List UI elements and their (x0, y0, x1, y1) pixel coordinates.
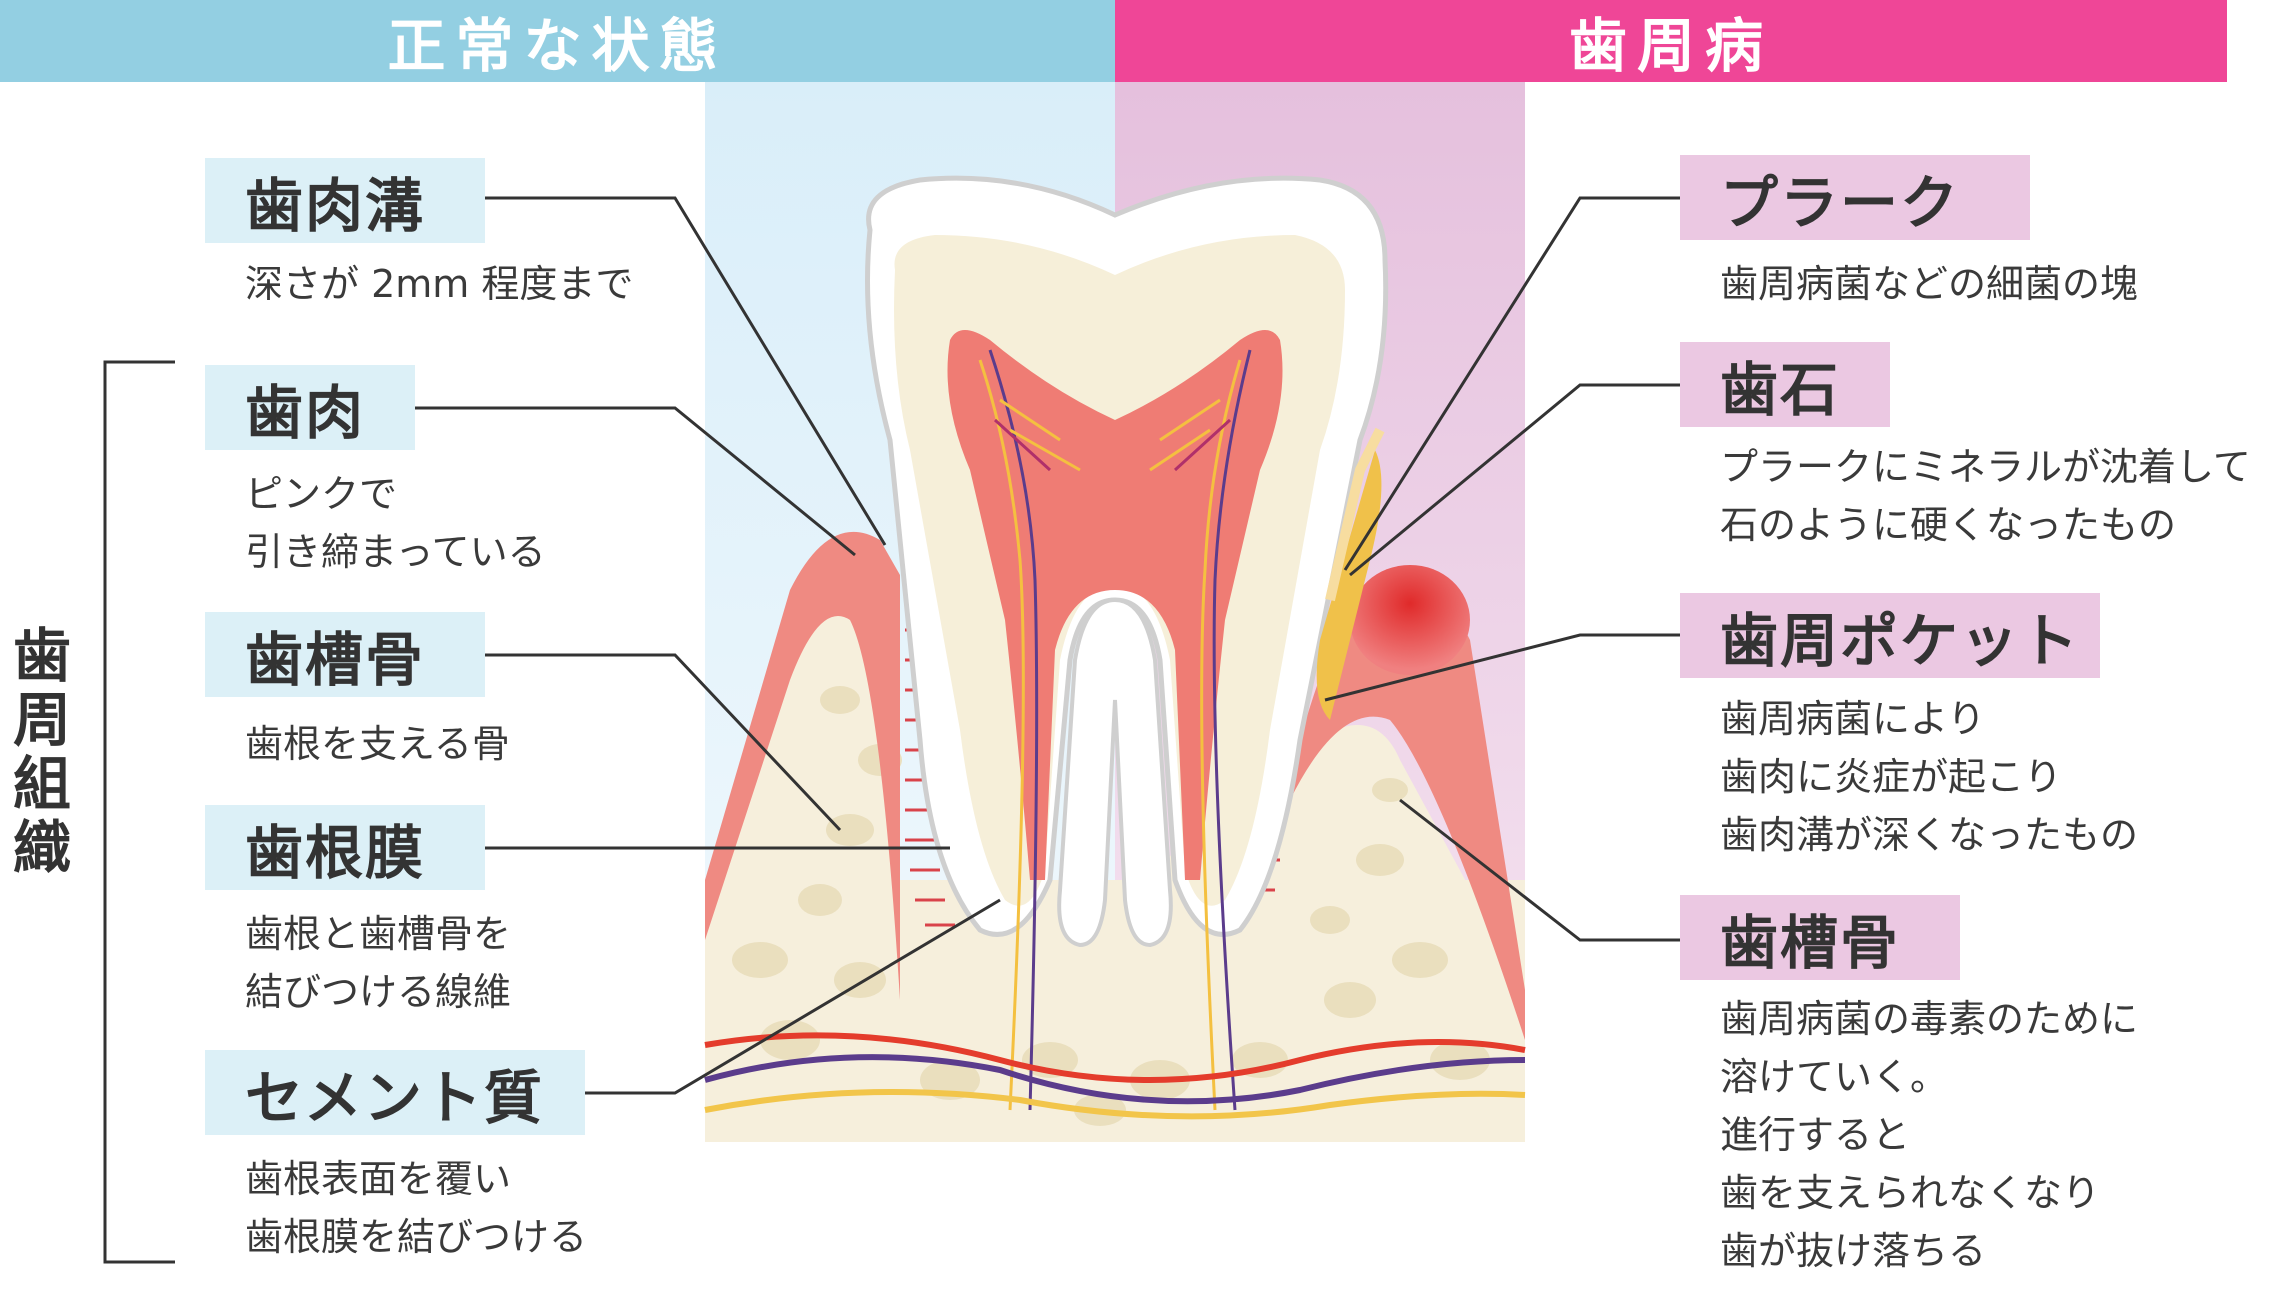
inflammation-spot (1350, 565, 1470, 675)
desc-gingiva: ピンクで 引き締まっている (245, 472, 546, 574)
desc-cementum: 歯根表面を覆い 歯根膜を結びつける (245, 1157, 588, 1259)
gingiva-inflamed (1290, 572, 1525, 1040)
root-canal (1057, 597, 1173, 948)
plaque (1325, 427, 1385, 602)
header-periodontal-disease: 歯周病 (1115, 0, 2227, 82)
label-alveolar-bone-disease: 歯槽骨 (1680, 895, 1960, 980)
gingiva-normal (705, 531, 900, 1000)
desc-periodontal-ligament: 歯根と歯槽骨を 結びつける線維 (245, 912, 512, 1014)
desc-gingival-sulcus: 深さが 2mm 程度まで (245, 262, 634, 306)
desc-calculus: プラークにミネラルが沈着して 石のように硬くなったもの (1720, 445, 2251, 547)
label-cementum: セメント質 (205, 1050, 585, 1135)
desc-alveolar-bone-disease: 歯周病菌の毒素のために 溶けていく。 進行すると 歯を支えられなくなり 歯が抜け… (1720, 997, 2139, 1273)
leader-lines (103, 196, 1680, 1264)
label-periodontal-ligament: 歯根膜 (205, 805, 485, 890)
nerves-and-vessels (978, 349, 1252, 1111)
periodontal-tissue-label: 歯周組織 (3, 625, 71, 881)
label-gingiva: 歯肉 (205, 365, 415, 450)
header-normal: 正常な状態 (0, 0, 1115, 82)
calculus (1316, 450, 1382, 720)
desc-plaque: 歯周病菌などの細菌の塊 (1720, 262, 2139, 306)
desc-periodontal-pocket: 歯周病菌により 歯肉に炎症が起こり 歯肉溝が深くなったもの (1720, 697, 2139, 857)
label-periodontal-pocket: 歯周ポケット (1680, 593, 2100, 678)
label-alveolar-bone: 歯槽骨 (205, 612, 485, 697)
label-plaque: プラーク (1680, 155, 2030, 240)
desc-alveolar-bone: 歯根を支える骨 (245, 722, 510, 766)
label-calculus: 歯石 (1680, 342, 1890, 427)
tooth-pulp (947, 330, 1283, 880)
bottom-vessels (704, 1032, 1526, 1120)
label-gingival-sulcus: 歯肉溝 (205, 158, 485, 243)
